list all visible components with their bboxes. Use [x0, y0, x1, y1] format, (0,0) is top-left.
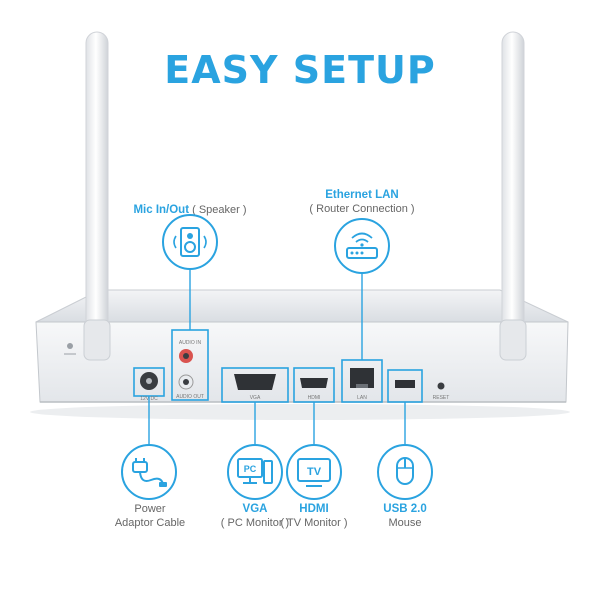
speaker-icon: [173, 227, 207, 257]
reset-button: [437, 382, 445, 390]
pc-monitor-icon: PC: [237, 458, 273, 484]
right-antenna: [499, 31, 527, 361]
page-title: EASY SETUP: [164, 48, 436, 92]
usb-subtitle: Mouse: [388, 517, 422, 529]
tv-icon-text: TV: [307, 466, 322, 478]
tv-icon: TV: [297, 458, 331, 487]
mouse-icon: [396, 457, 414, 485]
device-shadow: [30, 404, 570, 420]
lan-port-label: LAN: [357, 395, 367, 401]
power-icon-bubble: [121, 444, 177, 500]
vga-title: VGA: [242, 503, 268, 515]
power-callout-label: Power Adaptor Cable: [100, 502, 200, 530]
audio-ports: [171, 329, 209, 401]
audio-out-label: AUDIO OUT: [176, 394, 204, 400]
left-antenna: [83, 31, 111, 361]
hdmi-subtitle: ( TV Monitor ): [280, 517, 348, 529]
power-line2: Adaptor Cable: [114, 517, 186, 529]
router-icon: [346, 232, 378, 259]
power-cable-icon: [132, 458, 167, 487]
hdmi-callout-label: HDMI ( TV Monitor ): [259, 502, 369, 530]
reset-label: RESET: [433, 395, 450, 401]
usb-callout-label: USB 2.0 Mouse: [355, 502, 455, 530]
hdmi-port-label: HDMI: [308, 395, 321, 401]
vga-subtitle: ( PC Monitor ): [220, 517, 290, 529]
vga-callout-label: VGA ( PC Monitor ): [200, 502, 310, 530]
speaker-icon-bubble: [162, 214, 218, 270]
ethernet-subtitle: ( Router Connection ): [309, 203, 415, 215]
power-line1: Power: [134, 503, 166, 515]
audio-in-label: AUDIO IN: [179, 340, 202, 346]
ground-screw: [64, 343, 76, 355]
usb-icon-bubble: [377, 444, 433, 500]
vga-port-label: VGA: [250, 395, 261, 401]
hdmi-icon-bubble: TV: [286, 444, 342, 500]
pc-icon-text: PC: [244, 464, 257, 474]
ethernet-title: Ethernet LAN: [325, 189, 399, 201]
device-top: [35, 289, 569, 323]
hdmi-title: HDMI: [299, 503, 329, 515]
usb-title: USB 2.0: [383, 503, 427, 515]
router-icon-bubble: [334, 218, 390, 274]
mic-subtitle: ( Speaker ): [192, 204, 247, 216]
device-front: [35, 321, 569, 403]
ethernet-callout-label: Ethernet LAN ( Router Connection ): [292, 188, 432, 216]
vga-icon-bubble: PC: [227, 444, 283, 500]
mic-title: Mic In/Out: [133, 204, 190, 216]
mic-callout-label: Mic In/Out ( Speaker ): [120, 203, 260, 217]
